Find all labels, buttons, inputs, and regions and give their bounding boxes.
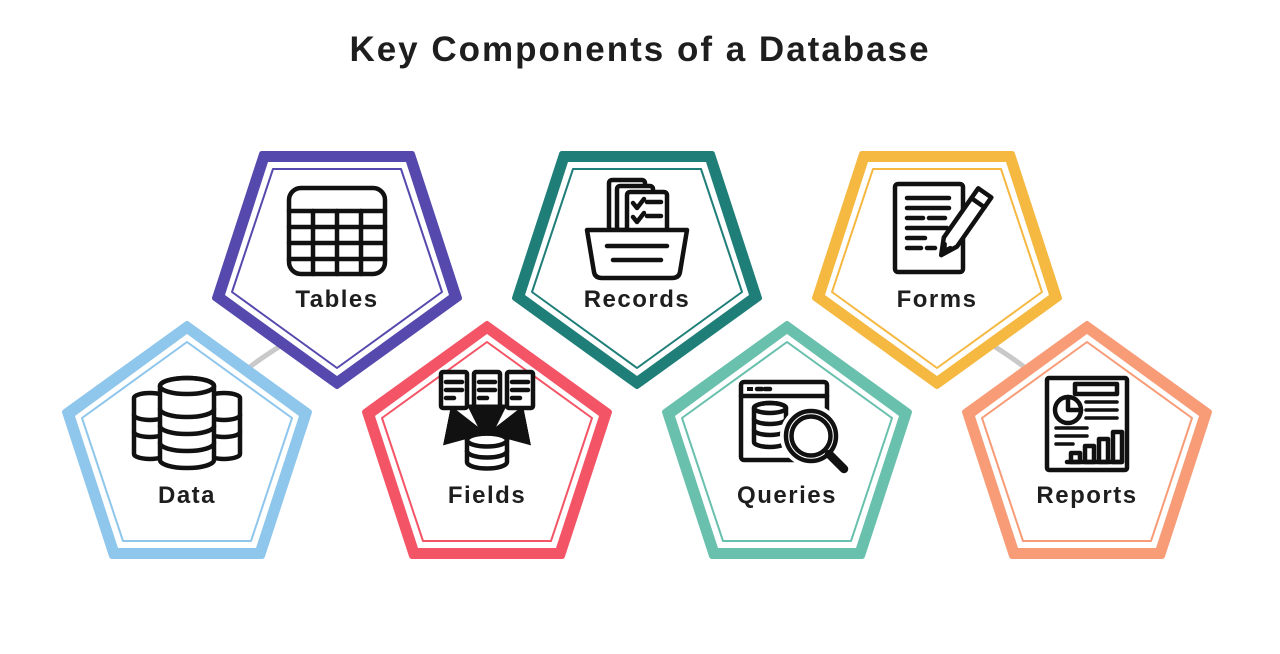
table-grid-icon	[286, 185, 388, 277]
document-pencil-icon	[892, 181, 994, 275]
pentagon-reports: Reports	[962, 321, 1212, 559]
pentagon-label: Data	[158, 482, 216, 509]
pentagon-inner-line	[831, 168, 1043, 369]
database-search-icon	[738, 379, 852, 477]
database-stack-icon	[131, 375, 243, 471]
pentagon-label: Queries	[737, 482, 837, 509]
pentagon-records: Records	[512, 151, 762, 389]
pentagon-data: Data	[62, 321, 312, 559]
pentagon-label: Fields	[448, 482, 526, 509]
pentagon-label: Forms	[897, 286, 978, 313]
pentagon-tables: Tables	[212, 151, 462, 389]
pentagon-queries: Queries	[662, 321, 912, 559]
documents-to-database-icon	[438, 369, 536, 471]
pentagon-forms: Forms	[812, 151, 1062, 389]
page-title: Key Components of a Database	[349, 30, 930, 69]
pentagon-label: Reports	[1036, 482, 1137, 509]
document-tray-icon	[584, 177, 690, 281]
pentagon-label: Records	[584, 286, 691, 313]
pentagon-inner-line	[981, 341, 1193, 542]
pentagon-fields: Fields	[362, 321, 612, 559]
report-chart-icon	[1044, 375, 1130, 473]
pentagon-label: Tables	[295, 286, 378, 313]
